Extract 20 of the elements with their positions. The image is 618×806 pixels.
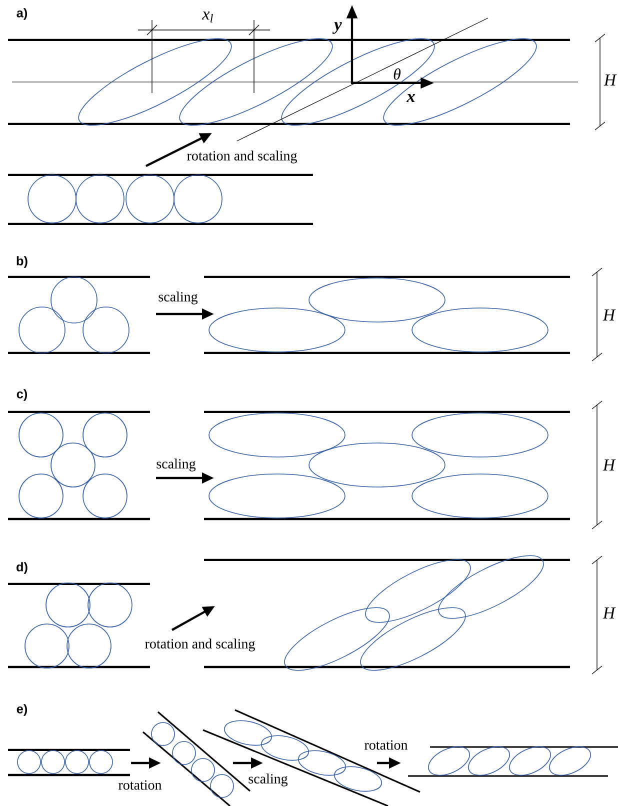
panel-label: d) (16, 562, 28, 574)
panel-label: e) (16, 704, 27, 716)
transformation-label: rotation and scaling (145, 638, 255, 652)
axis-label: y (332, 22, 342, 34)
transformation-label: rotation (118, 780, 162, 790)
height-label: H (602, 608, 616, 618)
angle-label: θ (394, 68, 401, 80)
transformation-label: scaling (248, 774, 288, 786)
transformation-label: rotation and scaling (187, 150, 297, 164)
axis-label: x (406, 94, 415, 102)
transformation-label: scaling (156, 458, 196, 472)
panel-label: c) (16, 389, 27, 401)
panel-label: b) (16, 256, 28, 268)
transformation-label: rotation (364, 740, 408, 750)
height-label: H (602, 460, 616, 470)
transformation-label: scaling (158, 292, 198, 304)
dimension-label: x$_{l}$ (202, 12, 213, 22)
panel-label: a) (16, 8, 27, 20)
height-label: H (602, 310, 616, 320)
height-label: H (604, 74, 617, 86)
